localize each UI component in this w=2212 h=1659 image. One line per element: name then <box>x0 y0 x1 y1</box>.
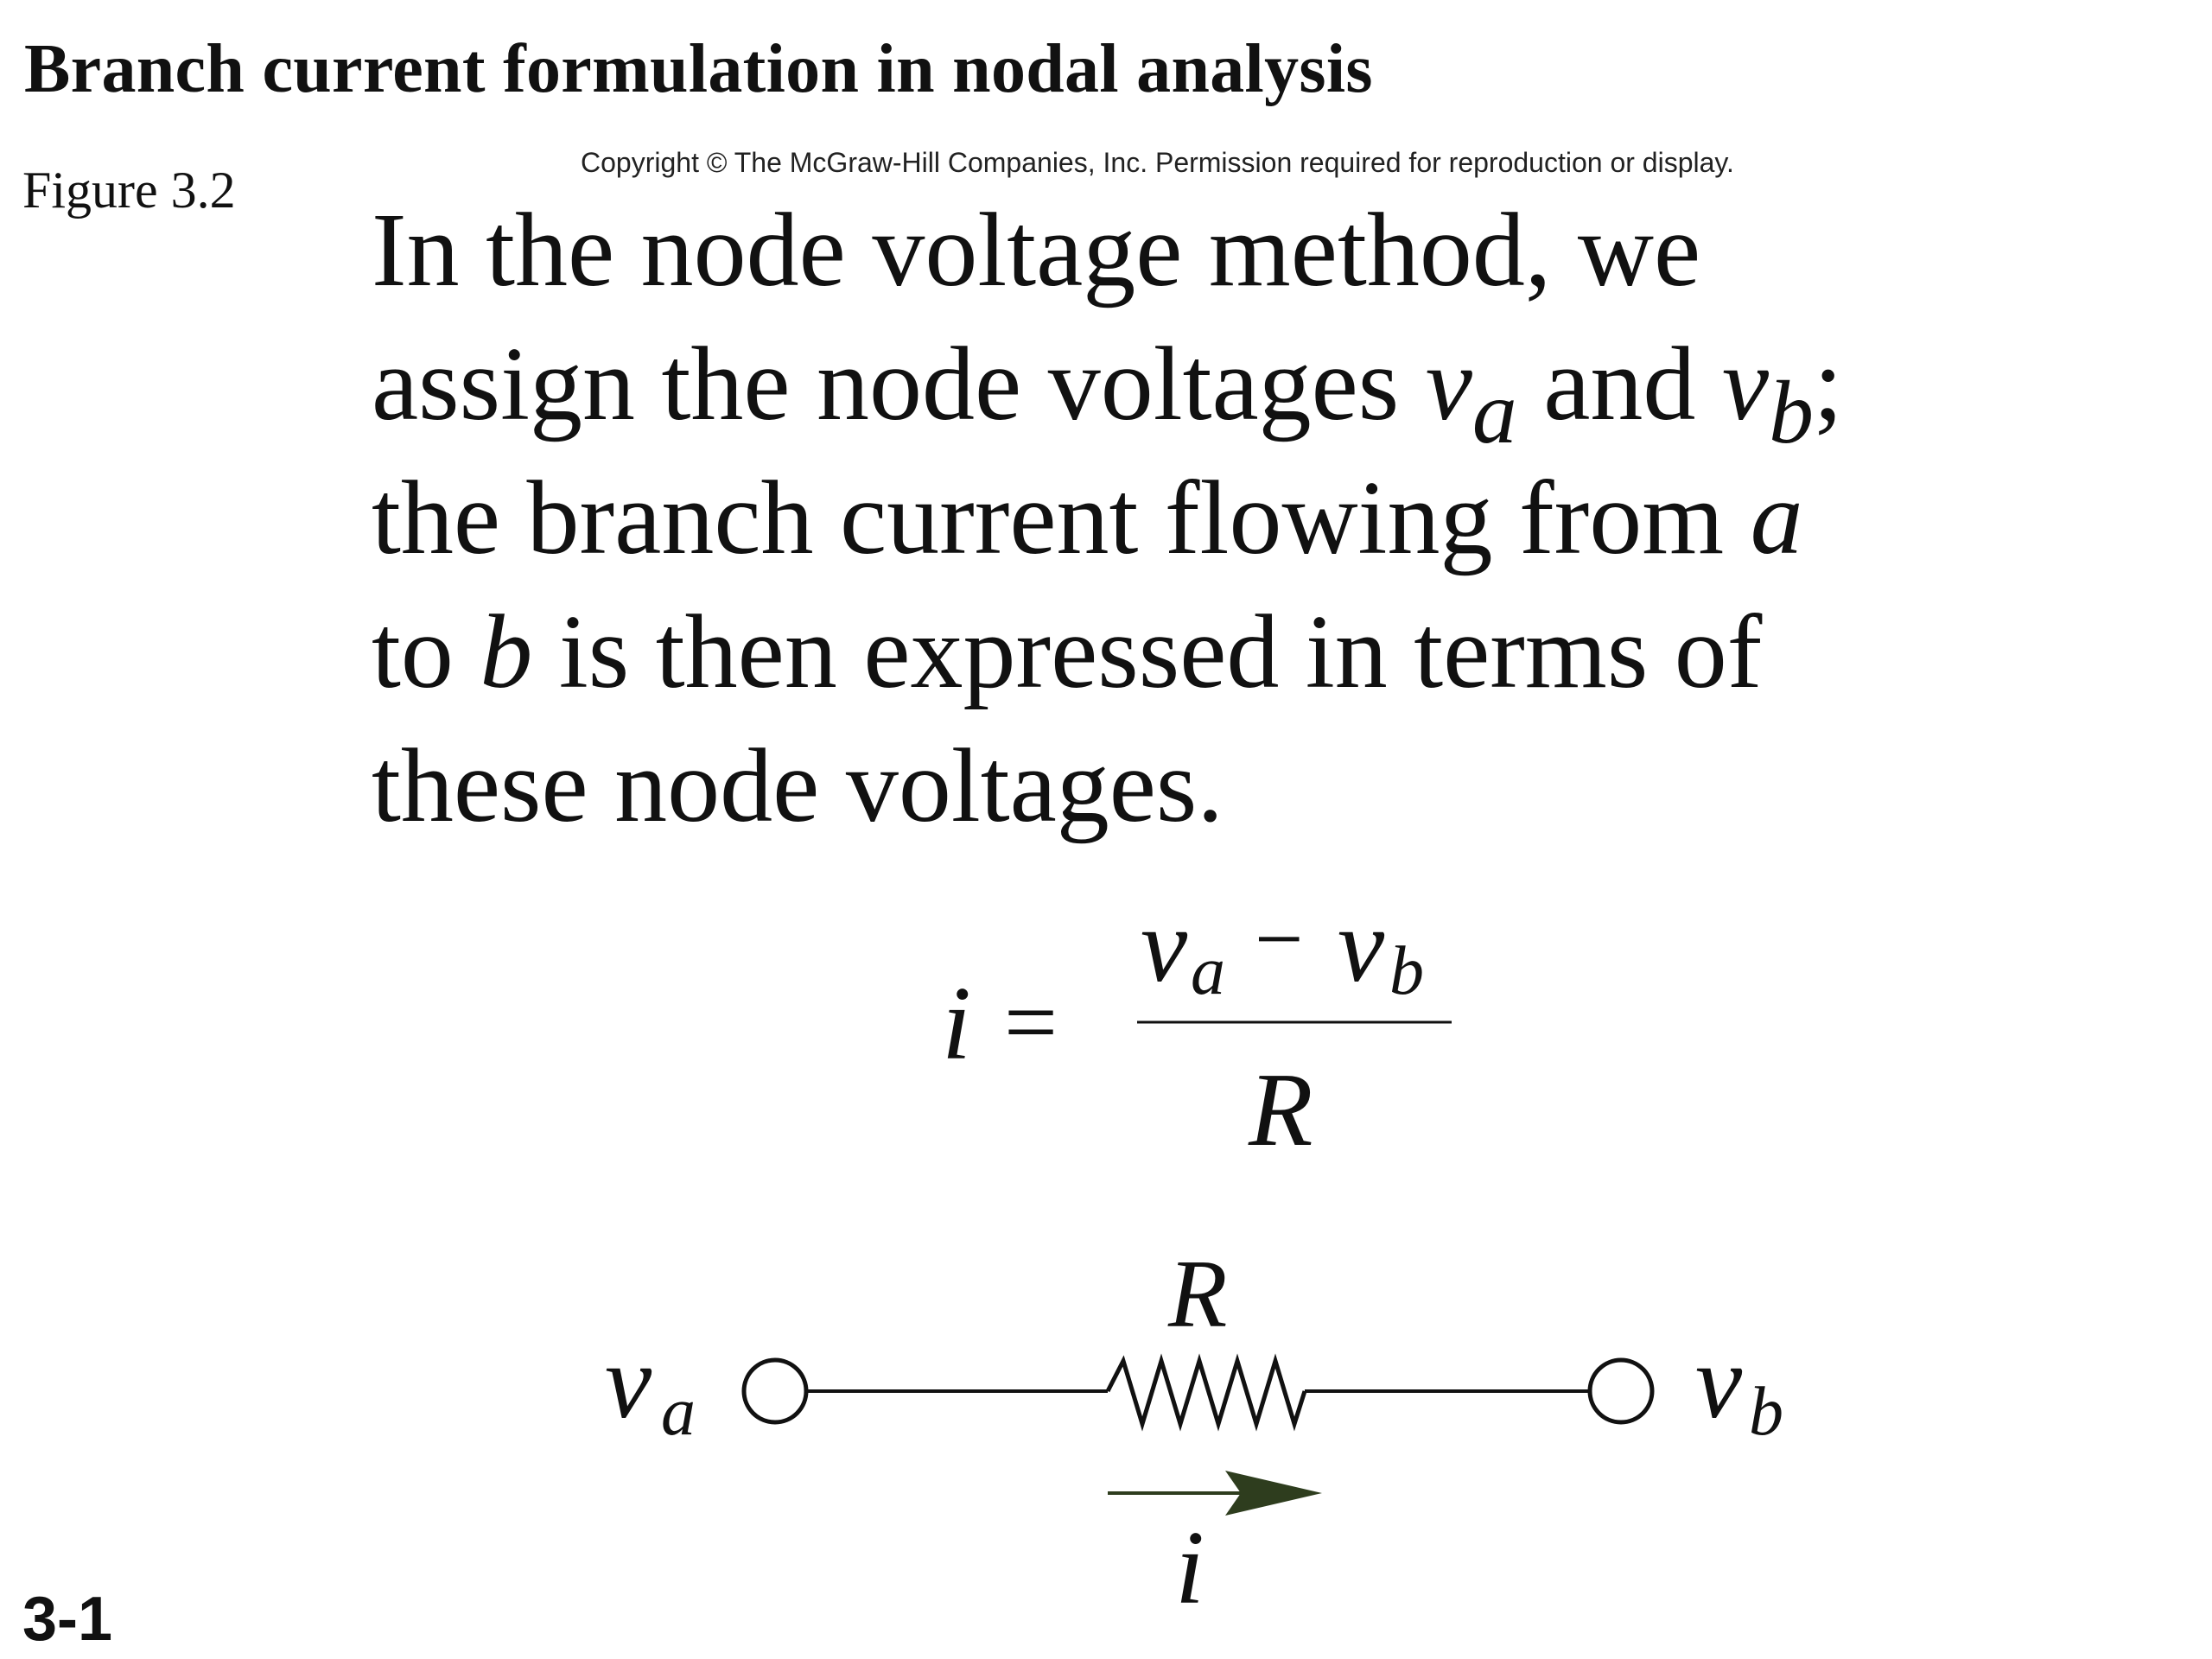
current-arrow <box>1108 1471 1322 1516</box>
node-a-label-sub: a <box>661 1374 696 1450</box>
copyright-notice: Copyright © The McGraw-Hill Companies, I… <box>581 147 1734 178</box>
eq-num-sub-b: b <box>1389 933 1424 1009</box>
body-line-2: assign the node voltages va and vb; <box>372 326 1843 462</box>
eq-minus: − <box>1255 891 1303 987</box>
eq-equals: = <box>1004 969 1058 1075</box>
eq-num-v1: v <box>1141 887 1188 1004</box>
eq-lhs-i: i <box>942 965 971 1082</box>
branch-circuit: R v a v b i <box>605 1241 1783 1626</box>
current-label: i <box>1175 1510 1205 1626</box>
node-b-label-v: v <box>1695 1324 1743 1440</box>
var-v-b: vb <box>1721 326 1814 462</box>
body-line-4: to b is then expressed in terms of <box>372 594 1763 710</box>
body-text: In the node voltage method, we assign th… <box>372 183 2152 853</box>
eq-num-v2: v <box>1338 887 1385 1004</box>
body-line-1: In the node voltage method, we <box>372 192 1701 308</box>
eq-den-R: R <box>1248 1052 1313 1168</box>
slide-number: 3-1 <box>22 1585 113 1654</box>
var-v-a: va <box>1425 326 1517 462</box>
node-a-terminal <box>741 1357 809 1425</box>
var-b: b <box>480 594 533 710</box>
resistor <box>1105 1353 1307 1432</box>
current-arrowhead <box>1225 1471 1322 1516</box>
resistor-label: R <box>1167 1241 1227 1348</box>
figure-label: Figure 3.2 <box>22 162 236 219</box>
body-line-5: these node voltages. <box>372 728 1224 844</box>
body-line-3: the branch current flowing from a <box>372 460 1803 576</box>
branch-current-equation: i = v a − v b R <box>942 887 1452 1168</box>
eq-num-sub-a: a <box>1191 933 1225 1009</box>
node-a-label-v: v <box>605 1324 652 1440</box>
var-a: a <box>1750 460 1803 576</box>
node-b-label-sub: b <box>1749 1374 1783 1450</box>
node-b-terminal <box>1587 1357 1655 1425</box>
slide-title: Branch current formulation in nodal anal… <box>24 31 1373 107</box>
